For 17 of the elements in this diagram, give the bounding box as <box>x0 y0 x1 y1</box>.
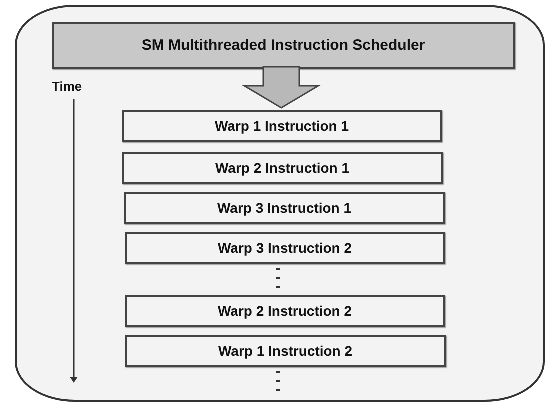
axis-label: Time <box>52 79 82 94</box>
instruction-box <box>125 232 445 264</box>
instruction-box <box>124 192 445 224</box>
instruction-label: Warp 3 Instruction 1 <box>217 200 352 216</box>
instruction-label: Warp 2 Instruction 2 <box>218 303 352 319</box>
instruction-box <box>122 110 442 142</box>
instruction-label: Warp 1 Instruction 2 <box>218 343 353 359</box>
instruction-box <box>125 335 446 367</box>
scheduler-title: SM Multithreaded Instruction Scheduler <box>142 37 426 54</box>
container-panel <box>15 5 545 402</box>
instruction-box <box>122 152 443 184</box>
instruction-label: Warp 1 Instruction 1 <box>214 118 350 134</box>
block-arrow <box>242 66 322 109</box>
scheduler-box <box>52 22 515 69</box>
instruction-label: Warp 2 Instruction 1 <box>215 160 350 176</box>
instruction-label: Warp 3 Instruction 2 <box>218 240 352 256</box>
instruction-box <box>125 295 445 327</box>
